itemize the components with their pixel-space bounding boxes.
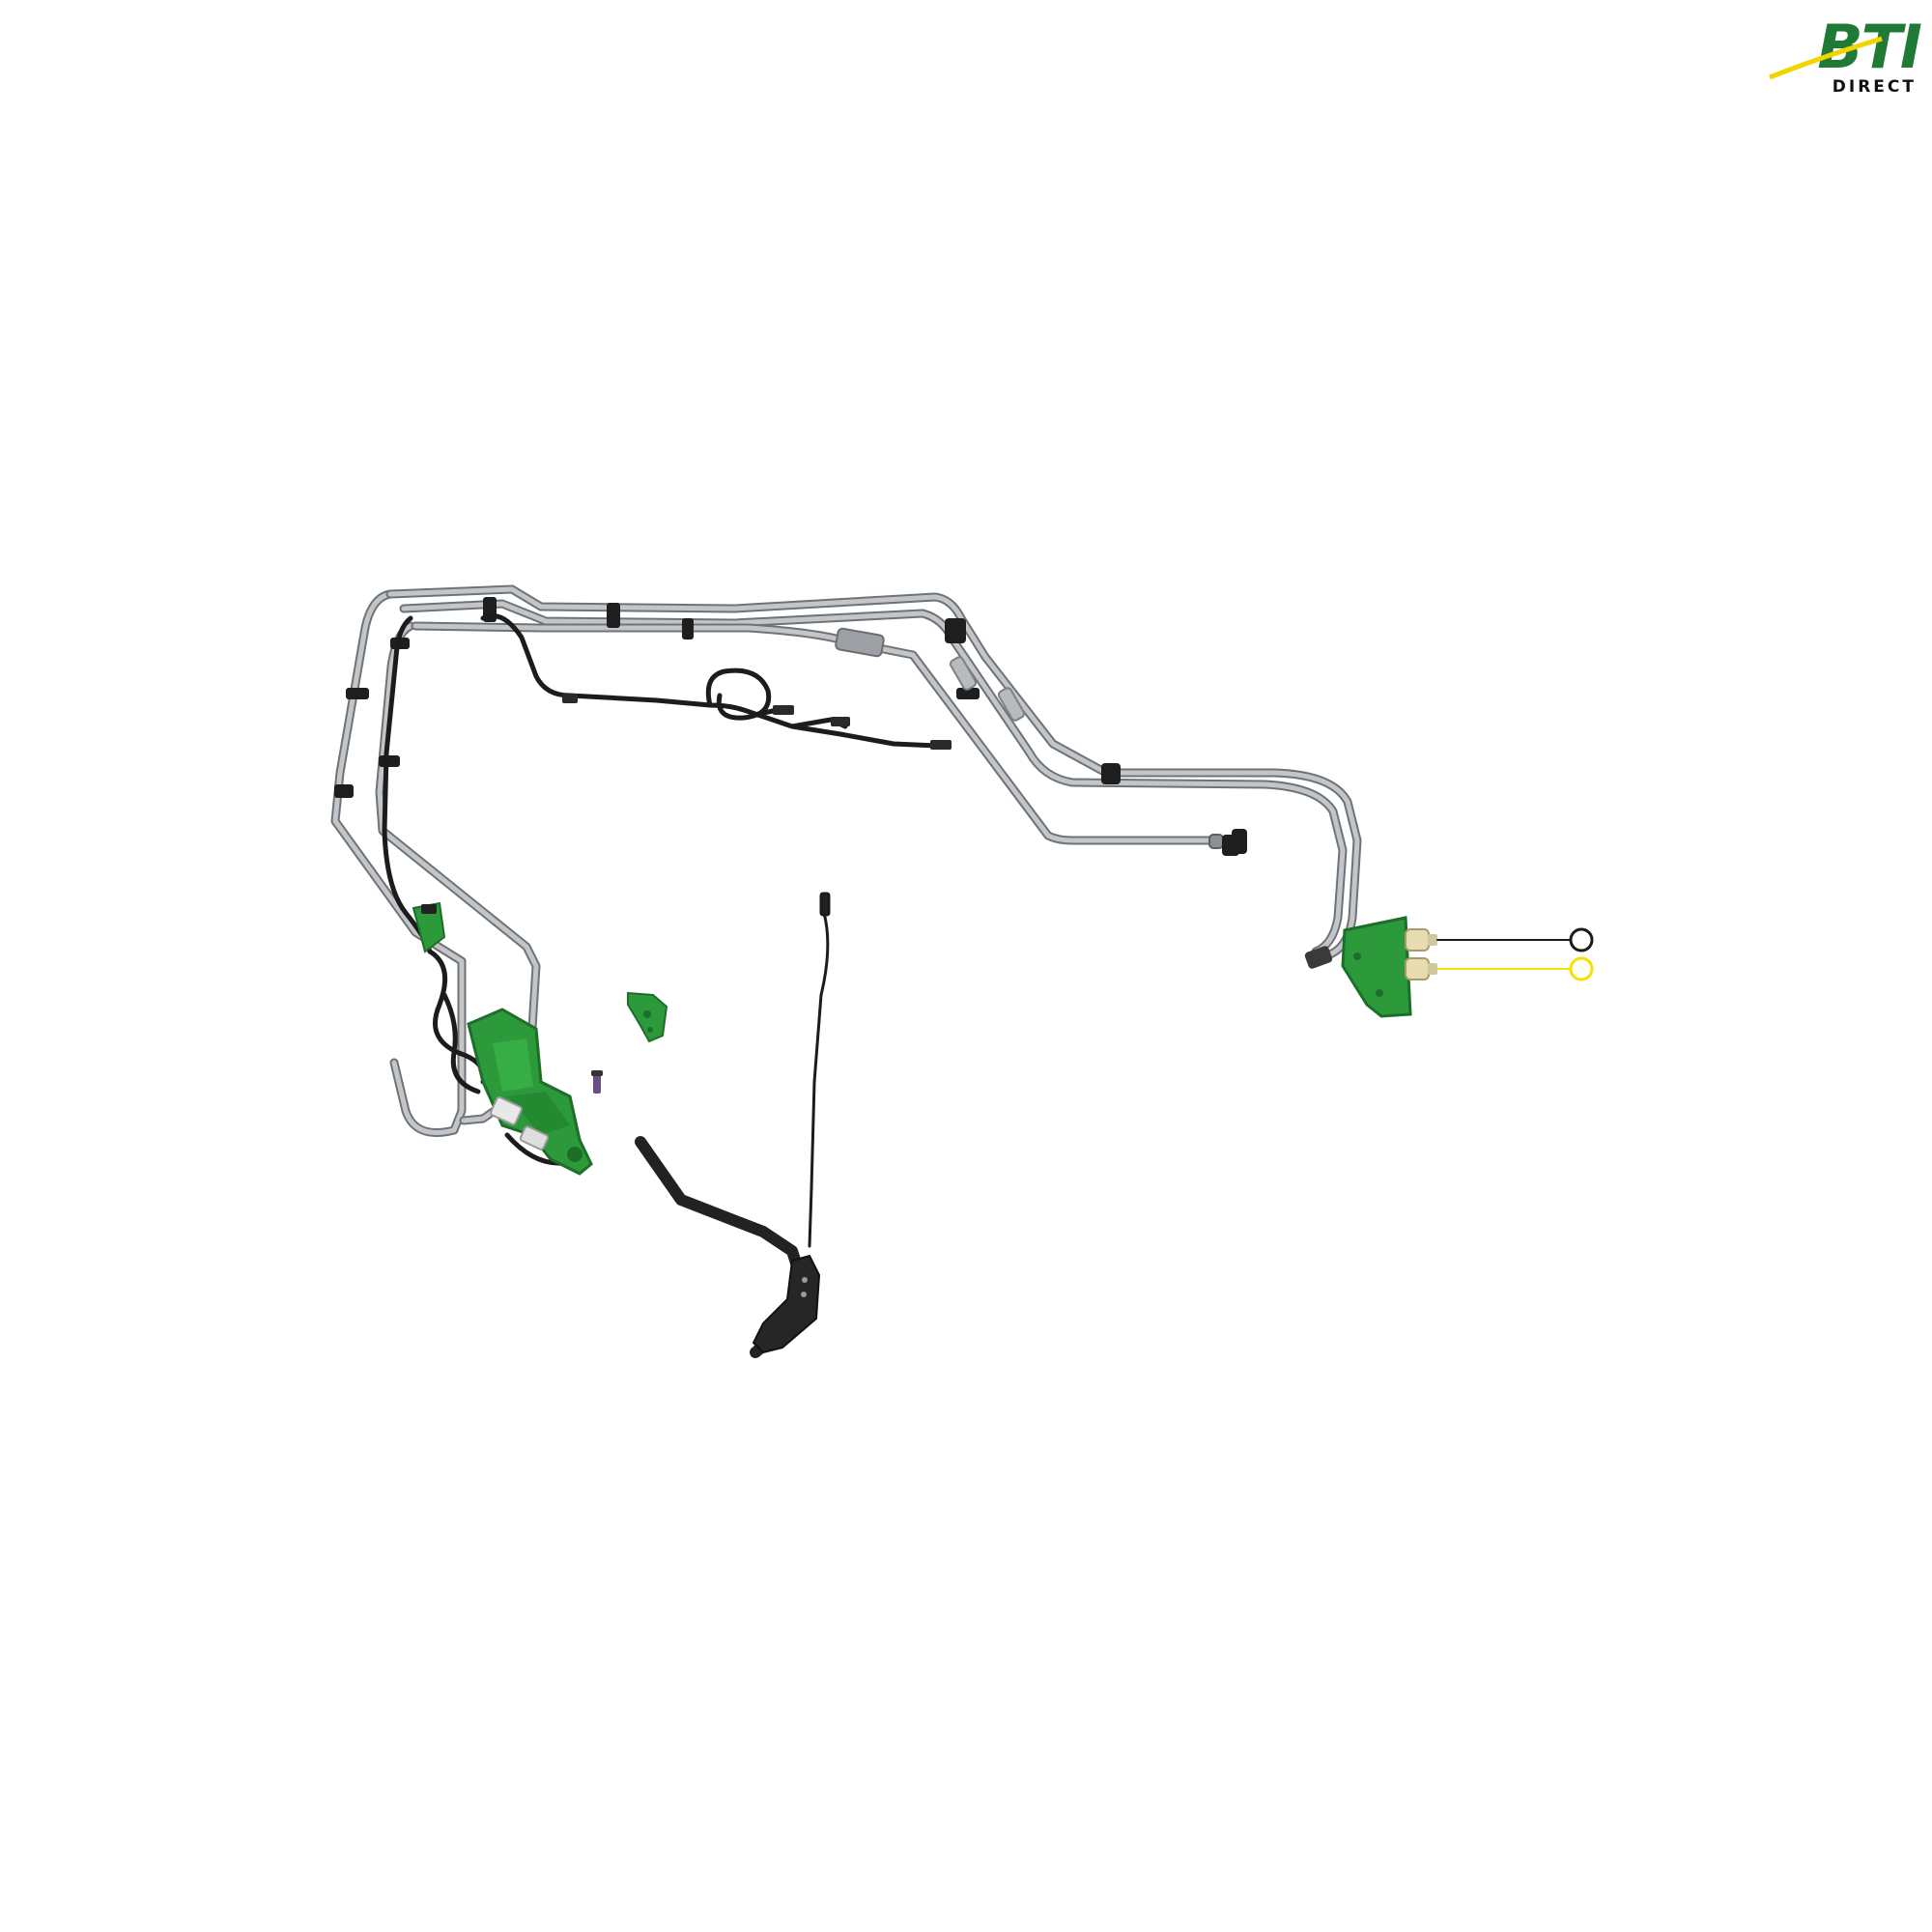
small-fasteners	[591, 1070, 603, 1094]
sensor-cable	[808, 892, 831, 1248]
brand-logo: BTI DIRECT	[1766, 14, 1922, 99]
tube-fittings	[835, 627, 1026, 722]
control-valve	[467, 1008, 593, 1176]
lever-handle	[635, 1136, 821, 1358]
harness-connectors	[562, 694, 1239, 856]
coupler-bracket	[1304, 916, 1437, 1018]
mounting-bracket	[627, 991, 668, 1043]
dust-caps	[1436, 927, 1594, 981]
wire-harness	[382, 613, 940, 1166]
tube-bracket	[412, 901, 446, 953]
tube-a	[330, 589, 467, 1137]
logo-sub: DIRECT	[1832, 77, 1917, 97]
